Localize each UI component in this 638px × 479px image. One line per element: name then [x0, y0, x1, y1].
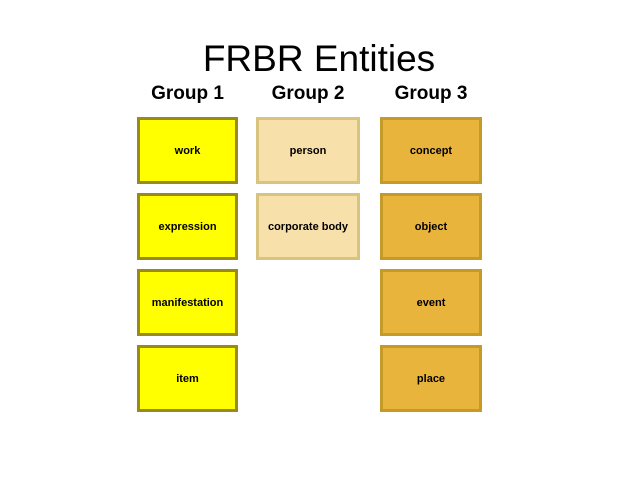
- entity-box-event[interactable]: event: [380, 269, 482, 336]
- group-1-column: work expression manifestation item: [137, 117, 238, 412]
- entity-box-expression[interactable]: expression: [137, 193, 238, 260]
- group-header-3: Group 3: [394, 83, 468, 104]
- entity-box-corporate-body[interactable]: corporate body: [256, 193, 360, 260]
- entity-box-item[interactable]: item: [137, 345, 238, 412]
- group-2-column: person corporate body: [256, 117, 360, 260]
- group-header-2: Group 2: [271, 83, 345, 104]
- entity-box-object[interactable]: object: [380, 193, 482, 260]
- page-title: FRBR Entities: [202, 38, 436, 79]
- entity-box-concept[interactable]: concept: [380, 117, 482, 184]
- entity-box-work[interactable]: work: [137, 117, 238, 184]
- entity-box-place[interactable]: place: [380, 345, 482, 412]
- entity-box-manifestation[interactable]: manifestation: [137, 269, 238, 336]
- entity-box-person[interactable]: person: [256, 117, 360, 184]
- group-header-1: Group 1: [151, 83, 224, 104]
- group-3-column: concept object event place: [380, 117, 482, 412]
